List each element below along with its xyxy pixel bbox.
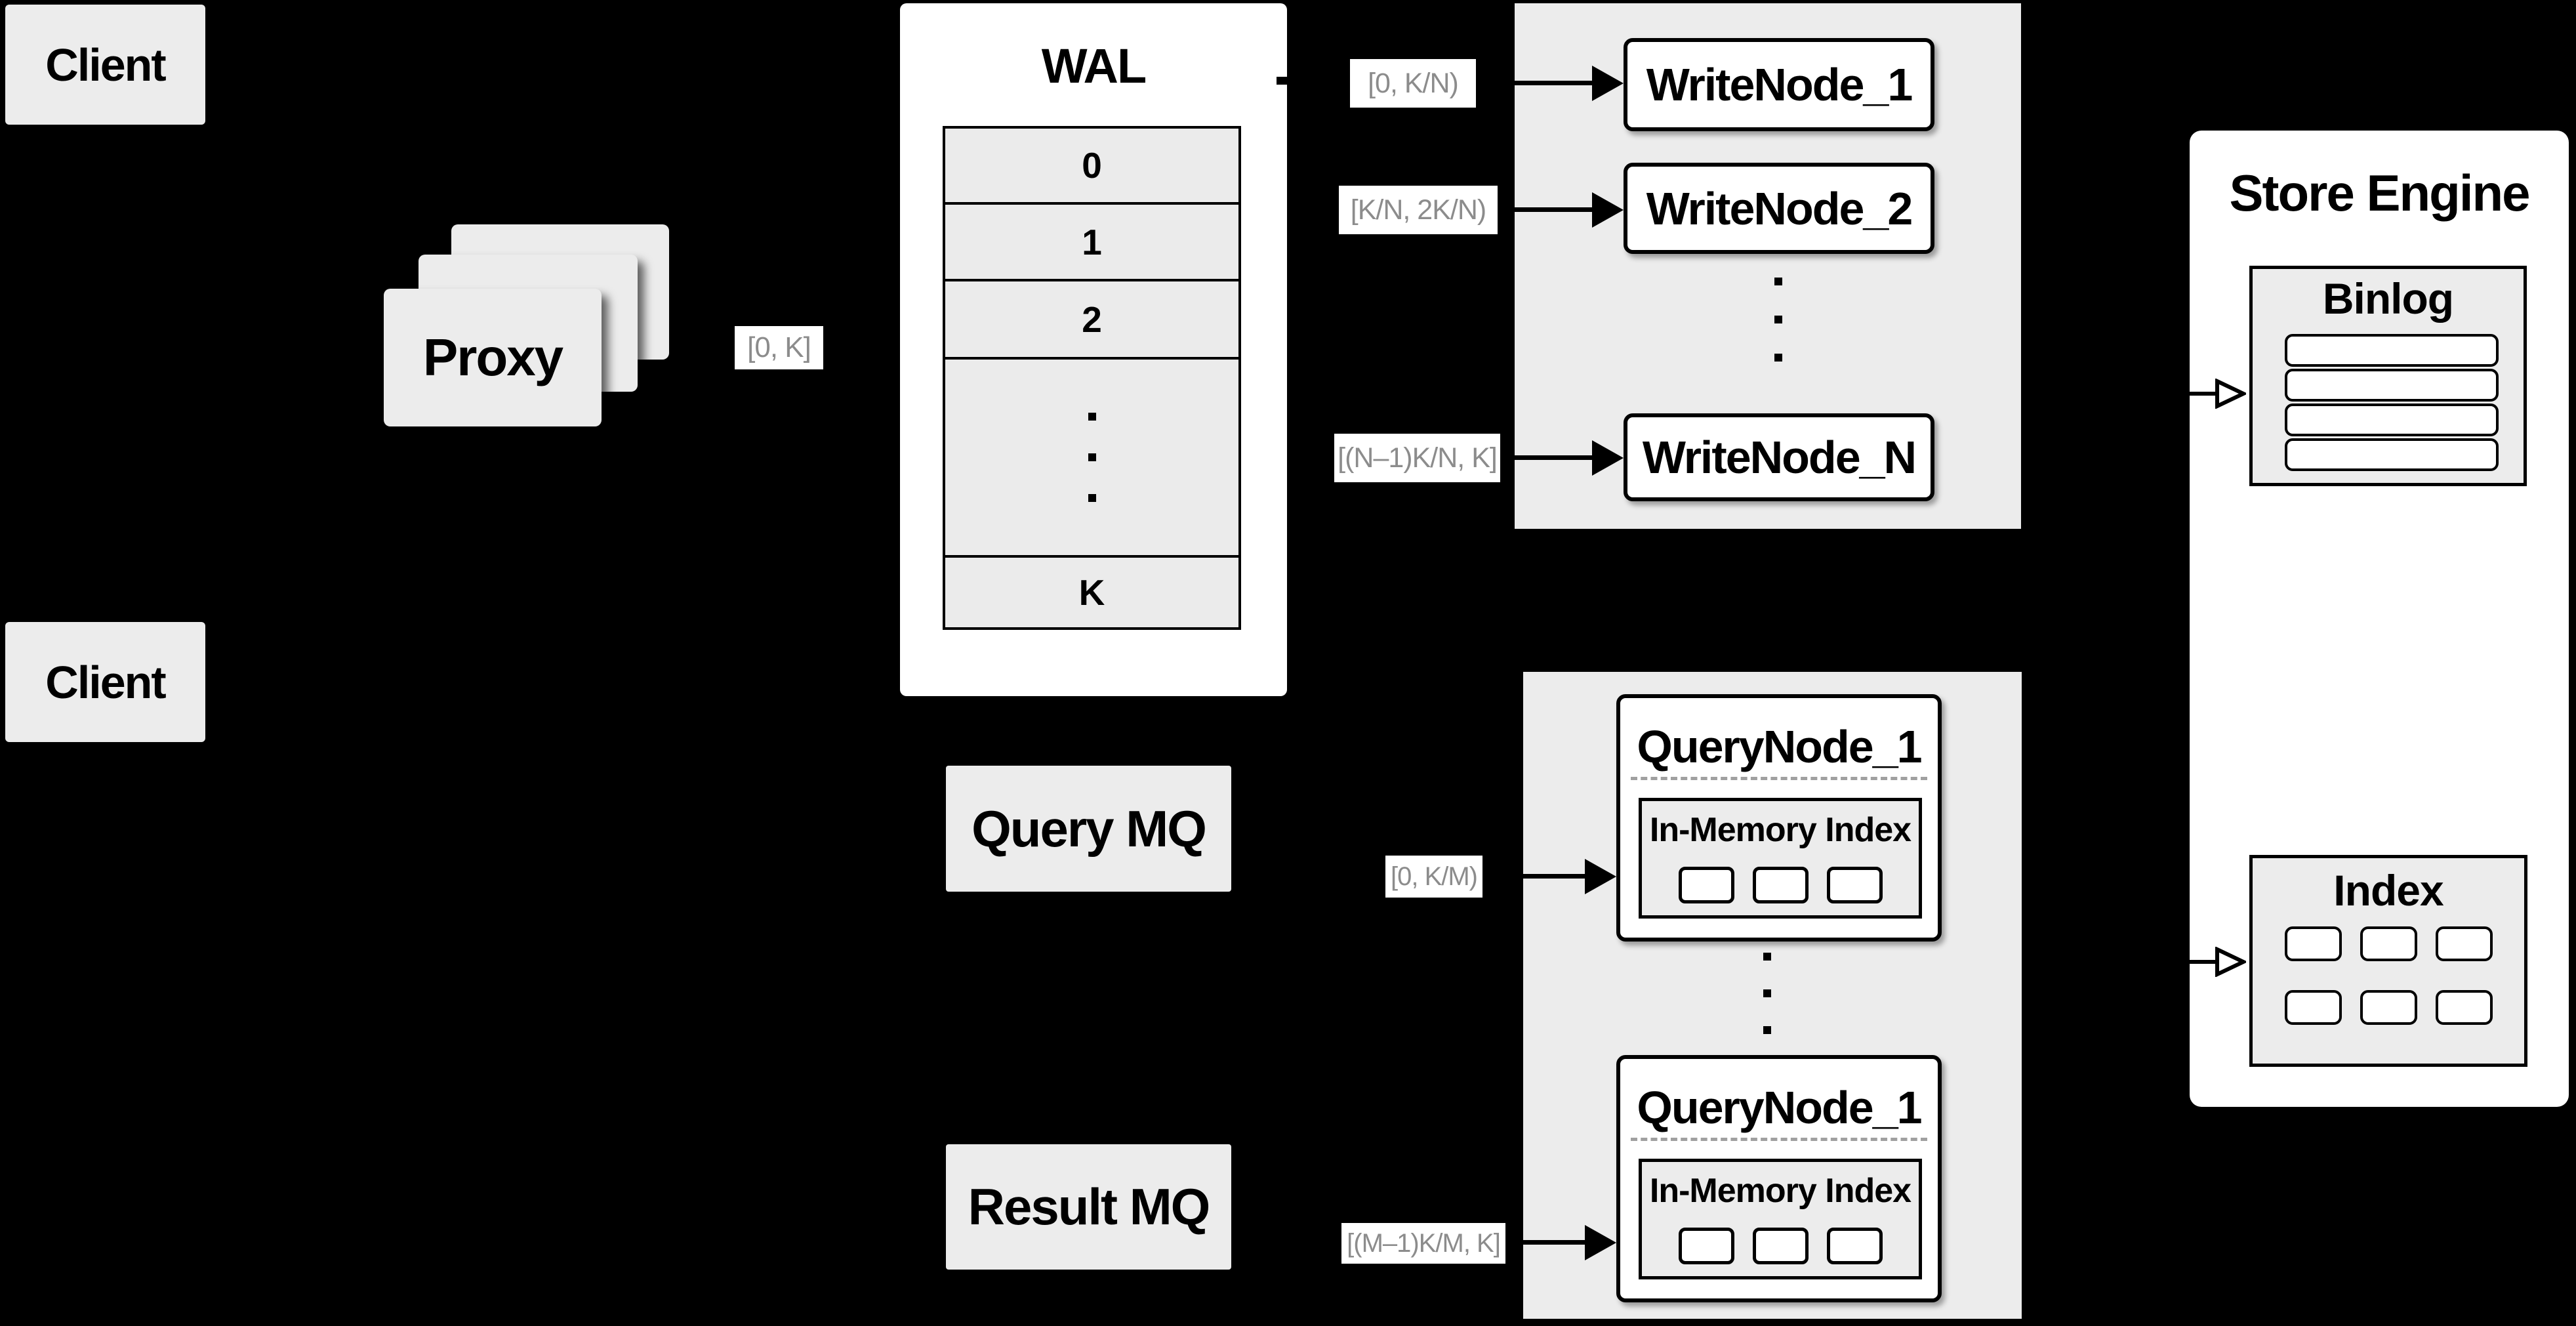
index-file-cell (2360, 990, 2417, 1025)
query-node-bottom-divider (1631, 1138, 1927, 1141)
index-file-cell (2435, 926, 2493, 961)
query-node-top-title: QueryNode_1 (1637, 721, 1922, 772)
wal-segment-0: 0 (1082, 145, 1102, 186)
index-segment-cell (1678, 867, 1734, 903)
arrow-line-to-write-node-2 (1515, 207, 1593, 212)
index-segment-cell (1752, 867, 1809, 903)
query-mq-box: Query MQ (946, 766, 1231, 892)
result-mq-box: Result MQ (946, 1144, 1231, 1270)
wal-segment-ellipsis (945, 357, 1238, 555)
client-box-top: Client (5, 5, 205, 125)
index-file-cell (2435, 990, 2493, 1025)
binlog-file-row (2285, 438, 2499, 471)
index-file-cell (2360, 926, 2417, 961)
arrow-head-to-query-node-top-icon (1585, 859, 1616, 894)
write-node-n: WriteNode_N (1624, 413, 1934, 501)
arrow-line-to-query-node-bottom (1523, 1240, 1586, 1245)
arrow-line-to-binlog (2190, 392, 2216, 396)
wal-segment-1: 1 (945, 202, 1238, 279)
query-node-bottom-title: QueryNode_1 (1637, 1082, 1922, 1133)
query-node-bottom-range-label: [(M–1)K/M, K] (1341, 1223, 1505, 1264)
in-memory-index-top-title: In-Memory Index (1649, 811, 1912, 849)
query-node-ellipsis-icon (1763, 953, 1771, 1034)
hollow-arrow-head-index-icon (2215, 947, 2246, 977)
wal-box: WAL 0 1 2 K (900, 3, 1287, 696)
write-node-1-range-label: [0, K/N) (1350, 59, 1476, 108)
write-node-2: WriteNode_2 (1624, 163, 1934, 254)
arrow-head-to-write-node-2-icon (1592, 192, 1624, 228)
index-segment-cell (1826, 1228, 1883, 1264)
query-node-top-divider (1631, 777, 1927, 780)
query-node-top: QueryNode_1 In-Memory Index (1616, 694, 1942, 942)
query-node-top-range-label: [0, K/M) (1385, 856, 1482, 898)
index-row (2284, 990, 2493, 1025)
index-file-cell (2284, 990, 2342, 1025)
write-node-n-range-label: [(N–1)K/N, K] (1334, 434, 1500, 482)
index-segment-cell (1678, 1228, 1734, 1264)
binlog-title: Binlog (2322, 274, 2454, 323)
in-memory-index-bottom-title: In-Memory Index (1649, 1172, 1912, 1210)
binlog-file-row (2285, 369, 2499, 402)
index-segment-cell (1826, 867, 1883, 903)
in-memory-index-box-top: In-Memory Index (1639, 798, 1922, 919)
store-engine-title: Store Engine (2229, 163, 2530, 222)
arrow-head-to-query-node-bottom-icon (1585, 1225, 1616, 1260)
wal-segment-table: 0 1 2 K (943, 126, 1241, 630)
binlog-rows (2285, 334, 2499, 471)
index-grid (2253, 926, 2524, 1025)
arrow-line-to-write-node-n (1515, 455, 1593, 460)
store-engine-box: Store Engine Binlog Index (2190, 131, 2569, 1107)
proxy-range-label: [0, K] (735, 326, 823, 369)
wal-title: WAL (1041, 38, 1147, 93)
index-segment-cell (1752, 1228, 1809, 1264)
query-node-bottom: QueryNode_1 In-Memory Index (1616, 1055, 1942, 1302)
arrow-head-to-write-node-1-icon (1592, 66, 1624, 101)
arrow-line-to-query-node-top (1523, 874, 1586, 879)
write-node-1: WriteNode_1 (1624, 38, 1934, 131)
index-row (2284, 926, 2493, 961)
binlog-file-row (2285, 334, 2499, 367)
wal-segment-2: 2 (945, 279, 1238, 357)
arrow-line-to-index (2190, 960, 2216, 964)
index-box: Index (2249, 855, 2527, 1067)
binlog-box: Binlog (2249, 266, 2527, 486)
in-memory-index-top-cells (1642, 867, 1919, 903)
in-memory-index-box-bottom: In-Memory Index (1639, 1159, 1922, 1279)
write-node-ellipsis-icon (1774, 278, 1782, 362)
index-title: Index (2333, 866, 2443, 915)
index-file-cell (2284, 926, 2342, 961)
client-box-bottom: Client (5, 622, 205, 742)
vertical-ellipsis-icon (1088, 413, 1096, 502)
in-memory-index-bottom-cells (1642, 1228, 1919, 1264)
hollow-arrow-head-binlog-icon (2215, 379, 2246, 409)
binlog-file-row (2285, 404, 2499, 436)
wal-outgoing-arrow-stub (1277, 77, 1287, 85)
wal-segment-k: K (945, 555, 1238, 627)
proxy-box: Proxy (384, 289, 602, 426)
arrow-head-to-write-node-n-icon (1592, 440, 1624, 476)
write-node-2-range-label: [K/N, 2K/N) (1339, 186, 1498, 234)
arrow-line-to-write-node-1 (1515, 81, 1593, 85)
